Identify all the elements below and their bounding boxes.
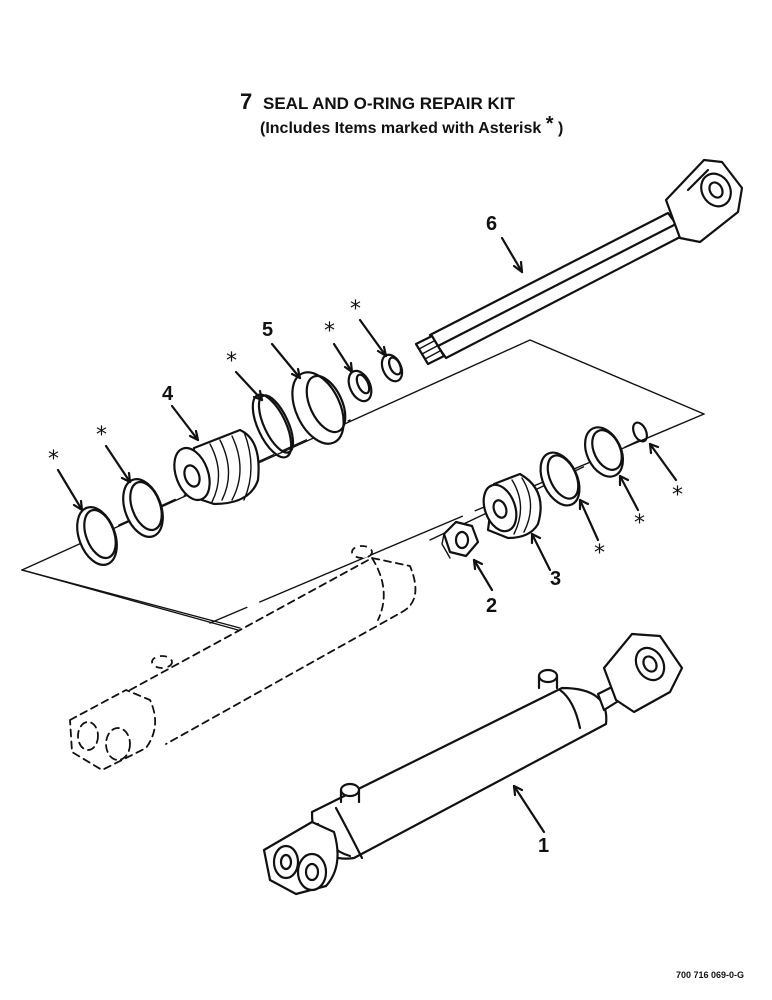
ghost-cylinder	[69, 545, 417, 771]
o-ring-right-1	[539, 451, 581, 507]
callout-6: 6	[486, 213, 497, 235]
asterisk-o-ring-right-2: *	[634, 511, 645, 536]
wiper-ring	[291, 371, 347, 445]
cylinder-gland	[173, 428, 260, 506]
callout-3: 3	[550, 568, 561, 590]
kit-title-close: )	[558, 120, 563, 137]
asterisk-seal-1: *	[324, 319, 335, 344]
kit-item-number: 7	[240, 89, 252, 114]
asterisk-o-ring-right-small: *	[672, 483, 683, 508]
callout-2: 2	[486, 595, 497, 617]
callout-4: 4	[162, 383, 174, 405]
rod-seal-small-2	[380, 353, 404, 383]
kit-title-line1: SEAL AND O-RING REPAIR KIT	[263, 94, 515, 113]
leader-lines	[56, 236, 678, 834]
svg-text:7 SEAL AND O-RING REPAIR: 7 SEAL AND O-RING REPAIR KIT	[240, 89, 515, 114]
callout-5: 5	[262, 319, 273, 341]
kit-title-star: *	[546, 113, 554, 135]
asterisk-o-ring-left-2: *	[96, 423, 107, 448]
svg-text:(Includes Items marked with As: (Includes Items marked with Asterisk * )	[260, 113, 563, 137]
o-ring-right-2	[583, 426, 625, 478]
asterisk-snap-ring: *	[226, 349, 237, 374]
kit-title: 7 SEAL AND O-RING REPAIR KIT (Includes I…	[240, 89, 563, 137]
o-ring-left-2	[122, 478, 164, 538]
hex-nut	[441, 520, 480, 559]
callout-1: 1	[538, 835, 549, 857]
drawing-code: 700 716 069-0-G	[676, 970, 744, 980]
callout-labels: 6 5 4 2 3 1 * * * * * * * *	[48, 213, 683, 857]
o-ring-left-1	[76, 506, 118, 566]
o-ring-right-small	[632, 421, 648, 443]
piston-rod	[414, 158, 744, 366]
asterisk-o-ring-right-1: *	[594, 541, 605, 566]
asterisk-seal-2: *	[350, 297, 361, 322]
kit-title-line2: (Includes Items marked with Asterisk	[260, 120, 541, 137]
assembled-cylinder	[262, 632, 684, 896]
rod-seal-small-1	[347, 369, 373, 403]
asterisk-o-ring-left-1: *	[48, 447, 59, 472]
piston	[482, 472, 542, 540]
